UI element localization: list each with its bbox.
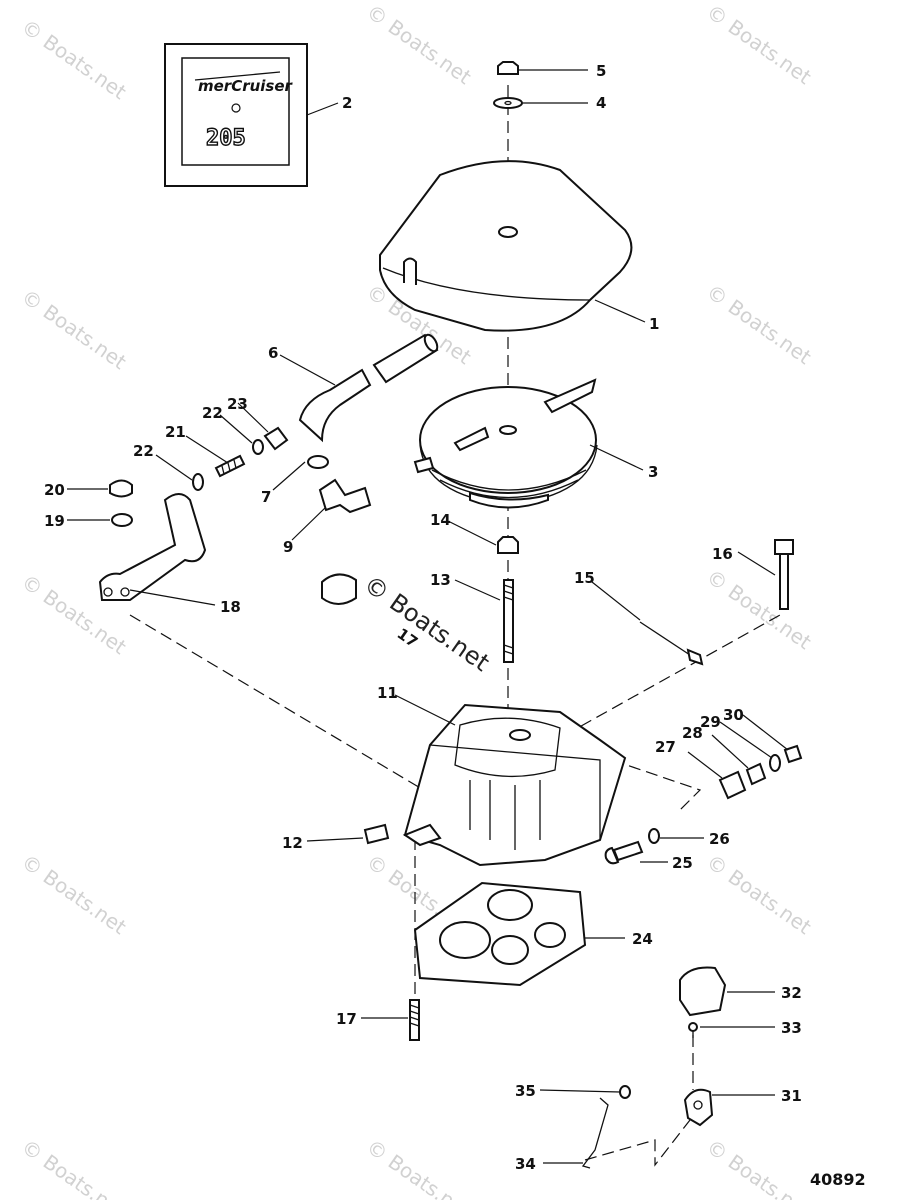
spacer-part-28 xyxy=(745,762,767,786)
stud-part-13 xyxy=(503,579,514,663)
bolt-part-16 xyxy=(774,539,794,610)
callout-20: 20 xyxy=(44,481,65,499)
watermark: © Boats.net xyxy=(702,849,816,939)
figure-number: 40892 xyxy=(810,1170,866,1189)
screw-part-33 xyxy=(688,1022,698,1038)
flame-arrestor-part-3 xyxy=(413,378,598,509)
callout-27: 27 xyxy=(655,738,676,756)
callout-11: 11 xyxy=(377,684,398,702)
plug-part-10 xyxy=(321,573,357,605)
o-ring-part-7 xyxy=(307,455,329,469)
callout-32: 32 xyxy=(781,984,802,1002)
stud-part-21 xyxy=(214,454,246,478)
bracket-part-18 xyxy=(98,493,207,601)
watermark: © Boats.net xyxy=(702,279,816,369)
callout-18: 18 xyxy=(220,598,241,616)
callout-26: 26 xyxy=(709,830,730,848)
callout-21: 21 xyxy=(165,423,186,441)
watermark: © Boats.net xyxy=(702,1134,816,1200)
callout-35: 35 xyxy=(515,1082,536,1100)
spacer-part-27 xyxy=(718,770,747,800)
watermark: © Boats.net xyxy=(362,1134,476,1200)
callout-6: 6 xyxy=(268,344,278,362)
leader-lines xyxy=(67,69,789,1164)
callout-12: 12 xyxy=(282,834,303,852)
washer-part-4 xyxy=(493,97,523,109)
callout-22: 22 xyxy=(202,404,223,422)
washer-part-19 xyxy=(111,513,133,527)
callout-3: 3 xyxy=(648,463,658,481)
callout-33: 33 xyxy=(781,1019,802,1037)
nut-part-5 xyxy=(497,61,519,75)
watermark: © Boats.net xyxy=(17,1134,131,1200)
callout-22: 22 xyxy=(133,442,154,460)
callout-16: 16 xyxy=(712,545,733,563)
gasket-part-24 xyxy=(413,881,587,987)
callout-23: 23 xyxy=(227,395,248,413)
fitting-part-12 xyxy=(363,823,390,845)
callout-9: 9 xyxy=(283,538,293,556)
callout-30: 30 xyxy=(723,706,744,724)
callout-13: 13 xyxy=(430,571,451,589)
arrestor-cover-part-1 xyxy=(379,160,633,332)
watermark: © Boats.net xyxy=(702,564,816,654)
watermark: © Boats.net xyxy=(362,0,476,89)
callout-14: 14 xyxy=(430,511,451,529)
clip-part-34 xyxy=(581,1097,609,1169)
callout-31: 31 xyxy=(781,1087,802,1105)
callout-28: 28 xyxy=(682,724,703,742)
callout-24: 24 xyxy=(632,930,653,948)
nut-part-14 xyxy=(497,536,519,554)
callout-25: 25 xyxy=(672,854,693,872)
bracket-part-31 xyxy=(683,1088,714,1127)
callout-34: 34 xyxy=(515,1155,536,1173)
callout-2: 2 xyxy=(342,94,352,112)
screw-part-25 xyxy=(604,840,644,865)
washer-part-22 xyxy=(192,439,264,491)
nut-part-35 xyxy=(619,1085,631,1099)
nut-part-20 xyxy=(109,479,133,498)
watermark: © Boats.net xyxy=(17,849,131,939)
stud-part-17 xyxy=(409,999,420,1041)
cover-part-32 xyxy=(679,966,727,1017)
watermark: © Boats.net xyxy=(17,14,131,104)
watermark: © Boats.net xyxy=(17,284,131,374)
callout-7: 7 xyxy=(261,488,271,506)
nut-part-30 xyxy=(783,744,803,764)
callout-1: 1 xyxy=(649,315,659,333)
badge-model: 205 xyxy=(206,126,246,151)
callout-29: 29 xyxy=(700,713,721,731)
callout-17: 17 xyxy=(336,1010,357,1028)
hose-part-6 xyxy=(298,333,439,443)
nut-part-23 xyxy=(263,426,289,451)
callout-19: 19 xyxy=(44,512,65,530)
badge-brand: merCruiser xyxy=(198,77,294,95)
carburetor-part-11 xyxy=(402,703,627,867)
washer-part-29 xyxy=(769,754,781,772)
watermark: © Boats.net xyxy=(702,0,816,89)
callout-4: 4 xyxy=(596,94,606,112)
decal-badge: merCruiser 205 xyxy=(164,43,308,187)
callout-5: 5 xyxy=(596,62,606,80)
watermark-center: © Boats.net xyxy=(359,570,495,677)
washer-part-26 xyxy=(648,828,660,844)
wire-part-15 xyxy=(639,621,704,666)
fitting-part-9 xyxy=(318,478,372,514)
callout-15: 15 xyxy=(574,569,595,587)
